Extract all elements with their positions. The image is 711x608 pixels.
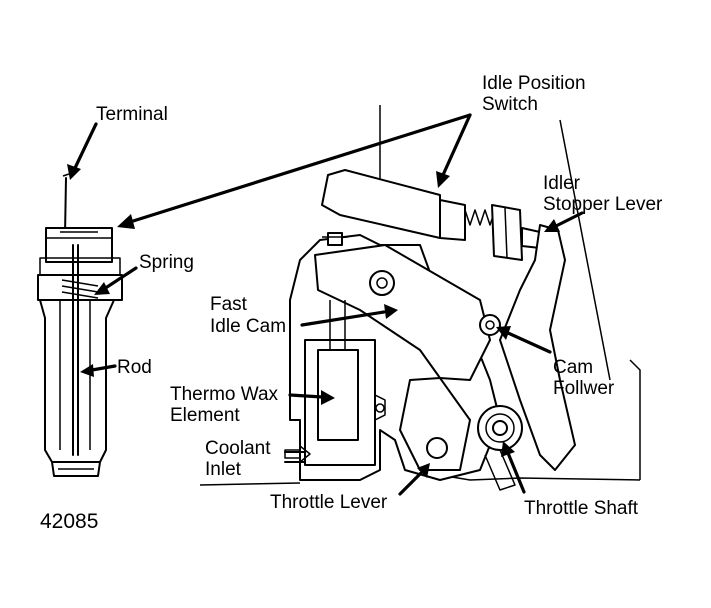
- cam-follower: [479, 314, 501, 336]
- label-coolant-inlet-line2: Inlet: [205, 459, 242, 480]
- fast-idle-cam: [314, 244, 491, 381]
- throttle-lever: [399, 377, 471, 471]
- label-idle-position-switch-line1: Idle Position: [482, 73, 586, 94]
- wax-element-assembly: [37, 173, 123, 477]
- rod: [72, 244, 79, 456]
- label-fast-idle-cam-line2: Idle Cam: [210, 316, 286, 337]
- adjust-screw: [327, 232, 343, 246]
- leader-throttle-shaft: [506, 451, 526, 494]
- thermo-wax-element: [304, 300, 386, 466]
- leader-terminal: [73, 122, 98, 170]
- label-throttle-lever: Throttle Lever: [270, 492, 388, 513]
- leader-coolant-inlet: [284, 445, 311, 463]
- label-idler-stopper-lever-line1: Idler: [543, 173, 581, 194]
- label-terminal: Terminal: [96, 104, 168, 125]
- label-thermo-wax-element-line1: Thermo Wax: [170, 384, 279, 405]
- terminal-wire: [64, 177, 67, 236]
- leader-fast-idle-cam: [300, 310, 386, 327]
- fast-idle-cam-pivot: [369, 270, 395, 296]
- idle-position-switch: [321, 169, 541, 261]
- leader-lines: [67, 113, 584, 496]
- leader-idle-switch-left: [128, 113, 472, 224]
- label-rod: Rod: [117, 357, 152, 378]
- leader-spring: [102, 266, 138, 291]
- label-coolant-inlet-line1: Coolant: [205, 438, 271, 459]
- leader-rod: [90, 364, 117, 372]
- label-spring: Spring: [139, 252, 194, 273]
- coolant-inlet-pipe: [284, 451, 306, 463]
- throttle-mechanism: [199, 105, 641, 491]
- labels: Terminal Idle Position Switch Idler Stop…: [40, 73, 663, 533]
- leader-idler-stopper: [554, 211, 584, 228]
- label-idler-stopper-lever-line2: Stopper Lever: [543, 194, 663, 215]
- label-cam-follower-line1: Cam: [553, 357, 593, 378]
- figure-number: 42085: [40, 510, 98, 533]
- label-thermo-wax-element-line2: Element: [170, 405, 240, 426]
- leader-idle-switch-right: [441, 113, 472, 177]
- leader-thermo-wax: [288, 393, 324, 399]
- label-throttle-shaft: Throttle Shaft: [524, 498, 639, 519]
- label-fast-idle-cam-line1: Fast: [210, 294, 248, 315]
- throttle-shaft: [477, 405, 523, 451]
- leader-cam-follower: [506, 331, 552, 354]
- label-cam-follower-line2: Follwer: [553, 378, 615, 399]
- leader-throttle-lever: [398, 471, 423, 496]
- spring-coils: [61, 279, 99, 299]
- label-idle-position-switch-line2: Switch: [482, 94, 538, 115]
- throttle-lever-hole: [426, 437, 448, 459]
- wax-element-flange: [37, 274, 123, 301]
